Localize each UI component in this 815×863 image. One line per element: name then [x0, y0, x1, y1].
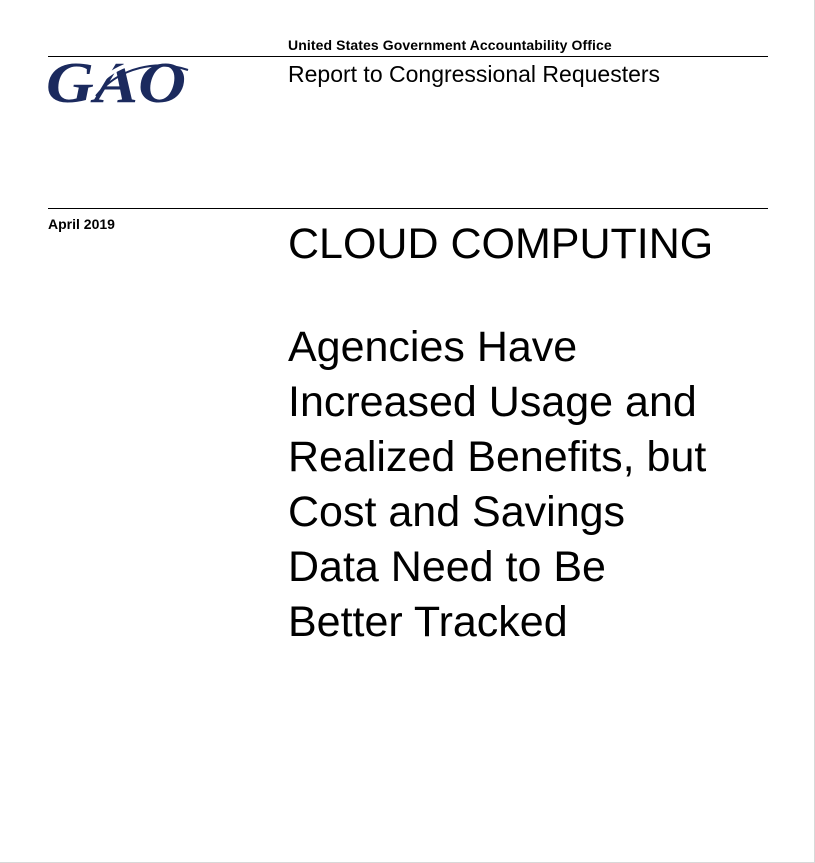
report-date: April 2019 [48, 216, 115, 232]
title-rule [48, 208, 768, 209]
report-title: Agencies Have Increased Usage and Realiz… [288, 320, 788, 650]
title-line: Data Need to Be [288, 543, 606, 591]
title-line: Realized Benefits, but [288, 433, 707, 481]
report-topic: CLOUD COMPUTING [288, 220, 714, 268]
title-line: Cost and Savings [288, 488, 626, 536]
header-rule [48, 56, 768, 57]
logo-swoosh [90, 58, 187, 94]
title-line: Increased Usage and [288, 378, 697, 426]
report-type: Report to Congressional Requesters [288, 61, 661, 87]
logo-swoosh-outline [95, 64, 189, 97]
title-line: Agencies Have [288, 323, 578, 371]
gao-logo: GAO [46, 52, 189, 108]
agency-name: United States Government Accountability … [288, 37, 612, 53]
title-line: Better Tracked [288, 598, 568, 646]
